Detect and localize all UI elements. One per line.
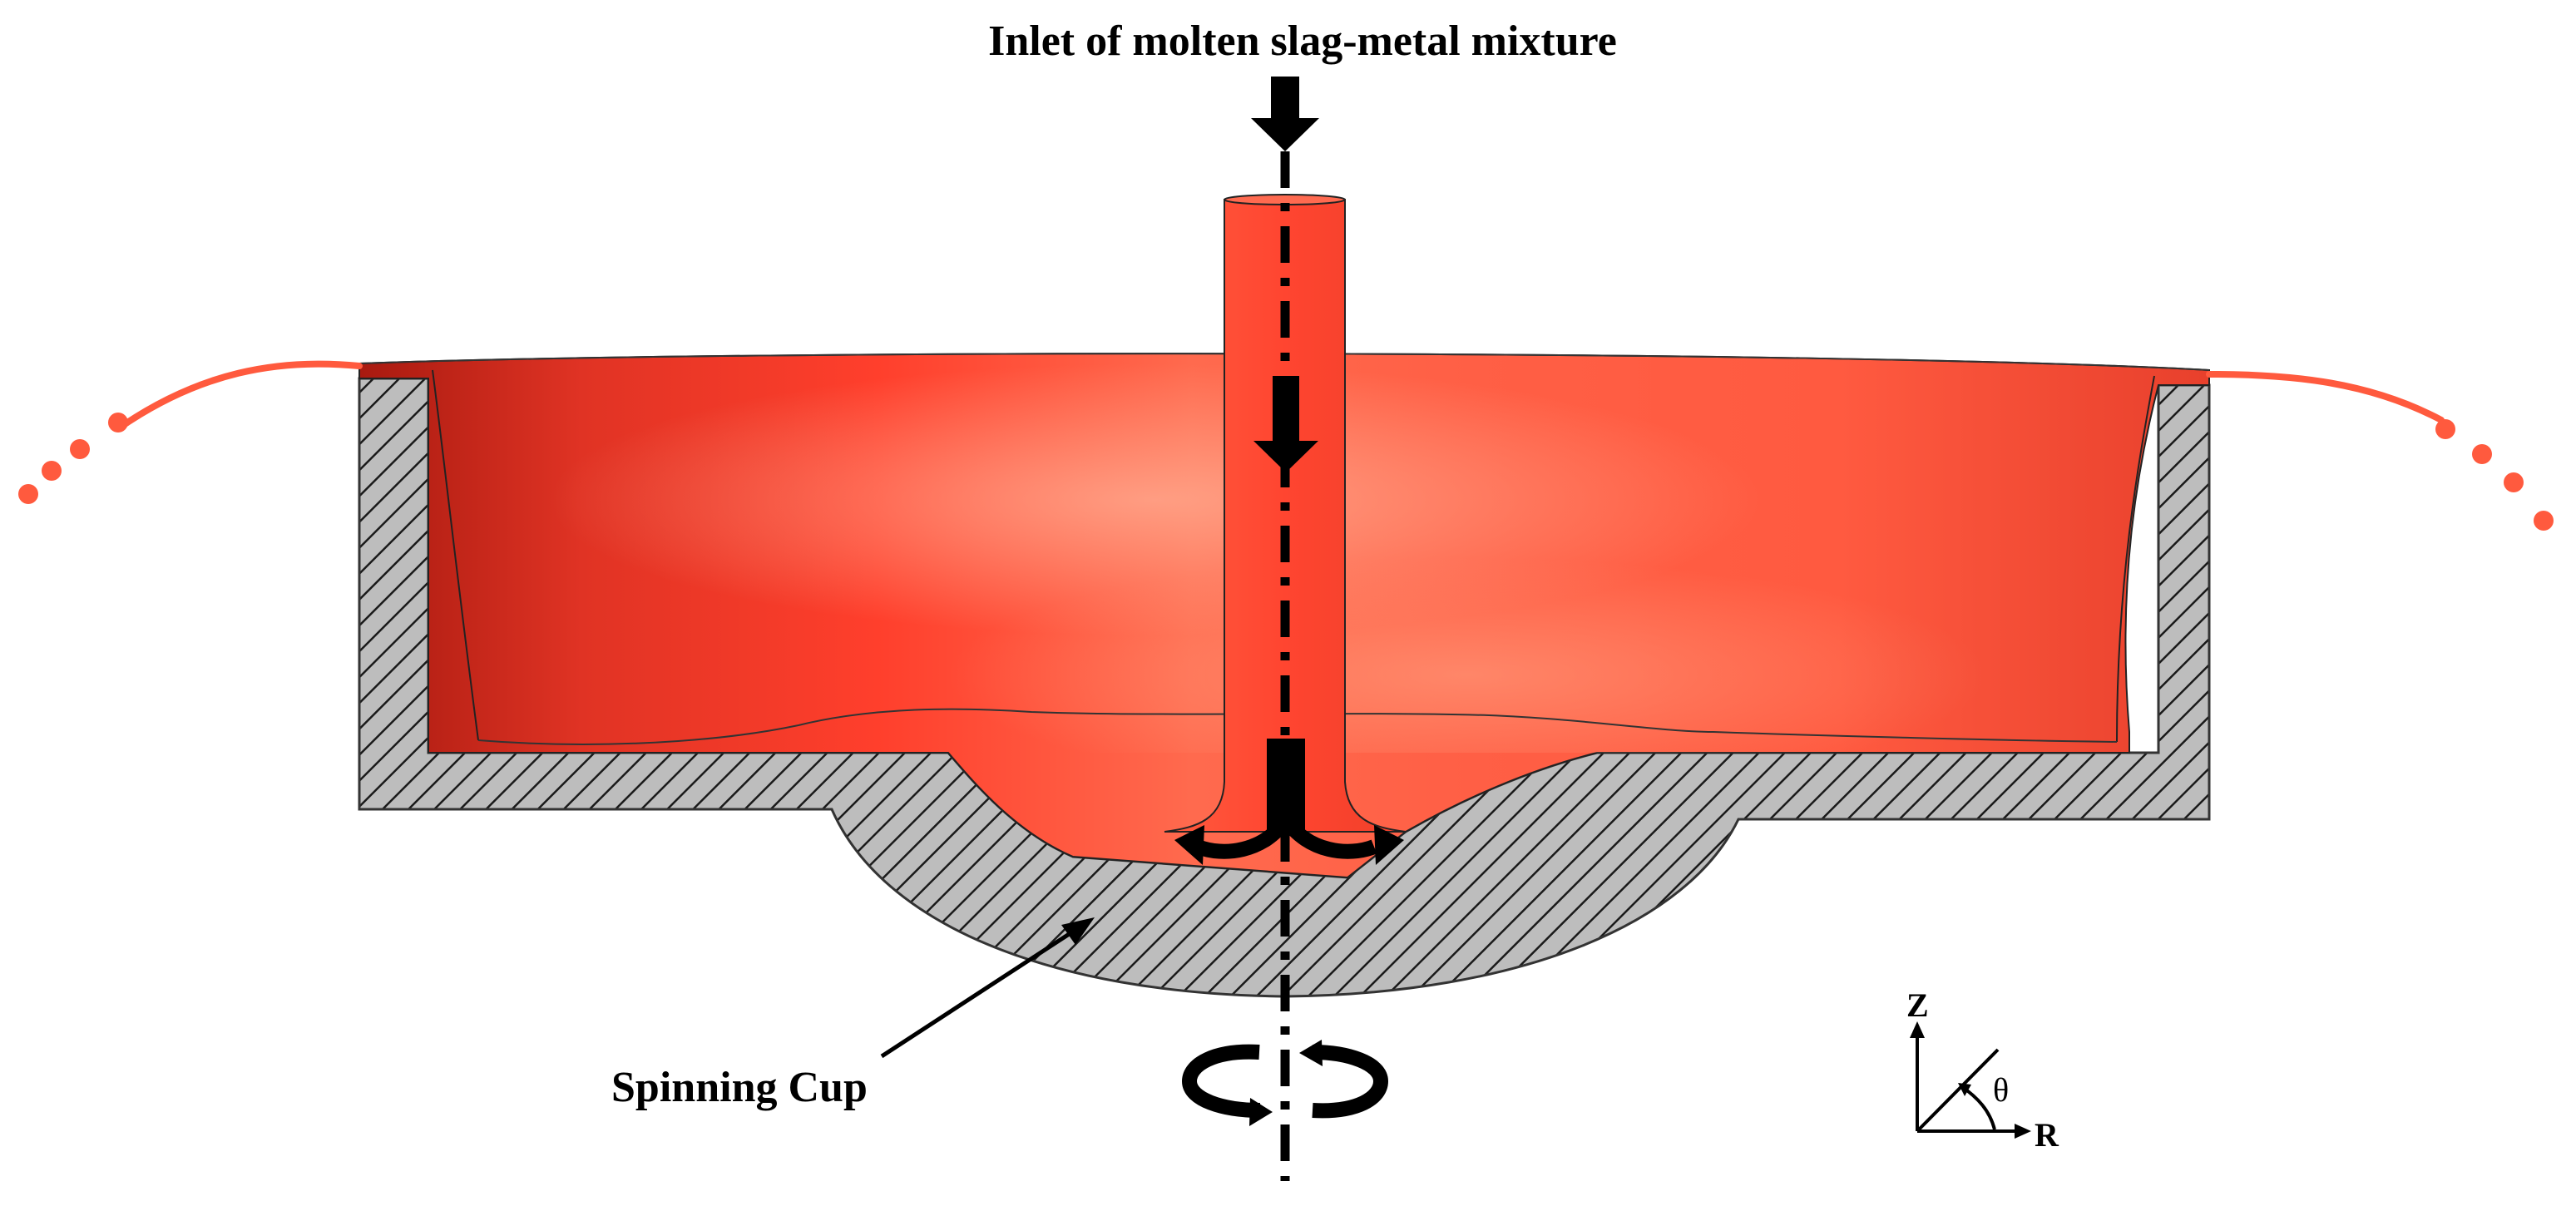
cup-leader-arrowhead [1061,917,1095,945]
flow-arrow-icon [1253,376,1318,472]
axis-theta-label: θ [1993,1071,2009,1109]
spinning-cup-label: Spinning Cup [611,1064,868,1111]
melt-film-right [2116,375,2155,743]
inlet-stream [1164,199,1407,833]
z-axis-arrowhead [1910,1021,1925,1038]
r-axis-arrowhead [2015,1124,2031,1139]
rotation-arrows-icon [1181,1040,1389,1126]
cup-leader-line [880,929,1075,1059]
axis-r-label: R [2035,1116,2059,1154]
melt-sheet-right [2206,371,2445,423]
melt-sheet-left [121,360,363,428]
theta-arc-arrowhead [1958,1083,1971,1096]
droplets-right [2435,419,2554,531]
spread-arrows-icon [1174,739,1404,865]
melt-film-left [432,369,479,741]
inlet-label: Inlet of molten slag-metal mixture [988,17,1617,65]
droplets-left [18,413,128,504]
inlet-arrow-icon [1251,77,1319,151]
axis-z-label: Z [1906,986,1929,1024]
